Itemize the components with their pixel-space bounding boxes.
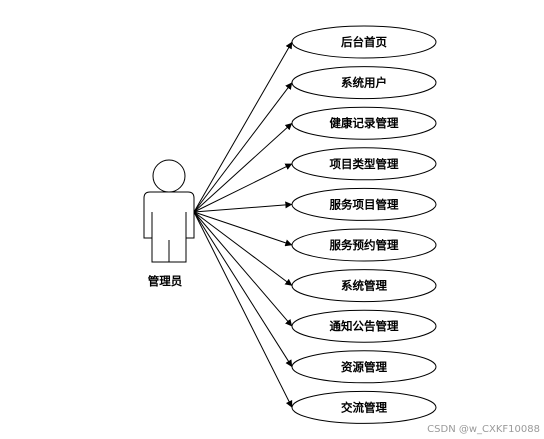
use-case-home: 后台首页 (291, 25, 437, 59)
use-case-announcements: 通知公告管理 (291, 309, 437, 343)
use-case-ellipse (291, 147, 437, 181)
use-case-ellipse (291, 350, 437, 384)
use-case-label: 系统用户 (341, 76, 387, 90)
use-case-resources: 资源管理 (291, 350, 437, 384)
use-case-ellipse (291, 228, 437, 262)
use-case-service-projects: 服务项目管理 (291, 187, 437, 221)
use-case-communication: 交流管理 (291, 390, 437, 424)
actor-body (143, 191, 195, 263)
association-arrows (193, 41, 293, 408)
use-case-label: 服务项目管理 (330, 197, 399, 211)
use-case-label: 资源管理 (341, 360, 387, 374)
association-arrow-service-booking (193, 211, 293, 247)
use-case-project-types: 项目类型管理 (291, 147, 437, 181)
association-arrow-project-types (193, 163, 293, 213)
use-case-label: 通知公告管理 (330, 319, 399, 333)
actor-label: 管理员 (148, 274, 183, 288)
association-arrow-announcements (193, 211, 293, 327)
use-case-label: 交流管理 (341, 400, 387, 414)
use-case-list: 后台首页系统用户健康记录管理项目类型管理服务项目管理服务预约管理系统管理通知公告… (291, 25, 437, 424)
use-case-health-records: 健康记录管理 (291, 106, 437, 140)
association-arrow-system-management (193, 211, 293, 286)
use-case-label: 后台首页 (341, 35, 387, 49)
use-case-label: 健康记录管理 (330, 116, 399, 130)
use-case-ellipse (291, 66, 437, 100)
use-case-ellipse (291, 390, 437, 424)
use-case-label: 系统管理 (341, 279, 387, 293)
use-case-service-booking: 服务预约管理 (291, 228, 437, 262)
association-arrow-communication (193, 211, 293, 408)
use-case-ellipse (291, 187, 437, 221)
use-case-ellipse (291, 269, 437, 303)
use-case-ellipse (291, 25, 437, 59)
use-case-system-management: 系统管理 (291, 269, 437, 303)
watermark: CSDN @w_CXKF10088 (427, 424, 540, 435)
association-arrow-service-projects (193, 201, 293, 213)
use-case-ellipse (291, 309, 437, 343)
association-arrow-health-records (193, 122, 293, 213)
use-case-label: 项目类型管理 (330, 157, 399, 171)
association-arrow-resources (193, 211, 293, 368)
actor-head (152, 159, 186, 193)
actor-figure (143, 159, 195, 263)
association-arrow-system-users (193, 82, 293, 213)
association-arrow-home (193, 41, 293, 213)
use-case-ellipse (291, 106, 437, 140)
use-case-label: 服务预约管理 (330, 238, 399, 252)
use-case-system-users: 系统用户 (291, 66, 437, 100)
